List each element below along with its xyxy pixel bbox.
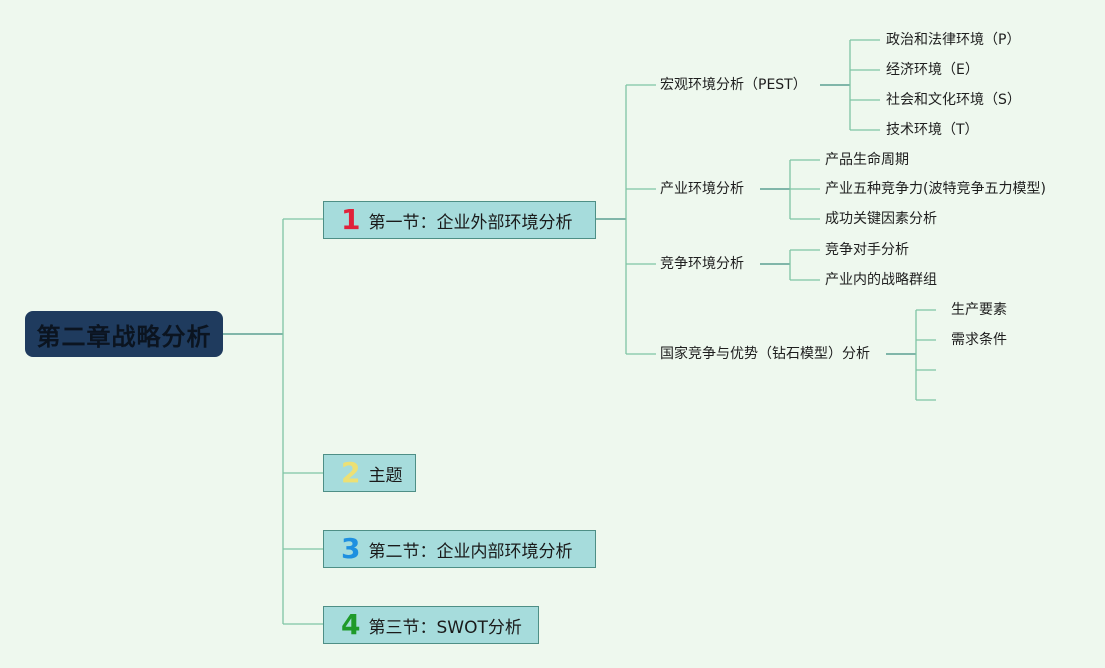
industry-item[interactable]: 产品生命周期 <box>825 152 909 168</box>
section-node-3[interactable]: 3 第二节：企业内部环境分析 <box>323 530 596 568</box>
pest-item[interactable]: 政治和法律环境（P） <box>886 32 1021 48</box>
pest-item[interactable]: 技术环境（T） <box>886 122 979 138</box>
topic-diamond[interactable]: 国家竞争与优势（钻石模型）分析 <box>660 346 870 362</box>
competition-item-connectors <box>790 249 820 281</box>
section-1-number: 1 <box>341 203 361 236</box>
section-node-2[interactable]: 2 主题 <box>323 454 416 492</box>
topic-industry[interactable]: 产业环境分析 <box>660 181 744 197</box>
section-1-label: 第一节：企业外部环境分析 <box>368 212 573 233</box>
industry-item-connectors <box>790 159 820 220</box>
section-node-1[interactable]: 1 第一节：企业外部环境分析 <box>323 201 596 239</box>
section-3-label: 第二节：企业内部环境分析 <box>368 541 573 562</box>
pest-item[interactable]: 社会和文化环境（S） <box>886 92 1021 108</box>
topic-pest[interactable]: 宏观环境分析（PEST） <box>660 77 807 93</box>
section-3-number: 3 <box>341 532 361 565</box>
section-2-label: 主题 <box>368 465 403 486</box>
diamond-item[interactable]: 需求条件 <box>951 332 1007 348</box>
root-label: 第二章战略分析 <box>36 322 212 351</box>
section-4-number: 4 <box>341 608 361 641</box>
diamond-item[interactable]: 生产要素 <box>951 302 1007 318</box>
section-4-label: 第三节：SWOT分析 <box>368 617 522 638</box>
competition-item[interactable]: 竞争对手分析 <box>825 242 909 258</box>
pest-item-connectors <box>850 39 880 131</box>
topic-competition[interactable]: 竞争环境分析 <box>660 256 744 272</box>
industry-item[interactable]: 产业五种竞争力(波特竞争五力模型) <box>825 181 1046 197</box>
industry-item[interactable]: 成功关键因素分析 <box>825 211 937 227</box>
competition-item[interactable]: 产业内的战略群组 <box>825 272 937 288</box>
root-node[interactable]: 第二章战略分析 <box>25 311 223 357</box>
section-2-number: 2 <box>341 456 361 489</box>
pest-item[interactable]: 经济环境（E） <box>886 62 979 78</box>
section-node-4[interactable]: 4 第三节：SWOT分析 <box>323 606 539 644</box>
diamond-item-connectors <box>916 309 936 401</box>
